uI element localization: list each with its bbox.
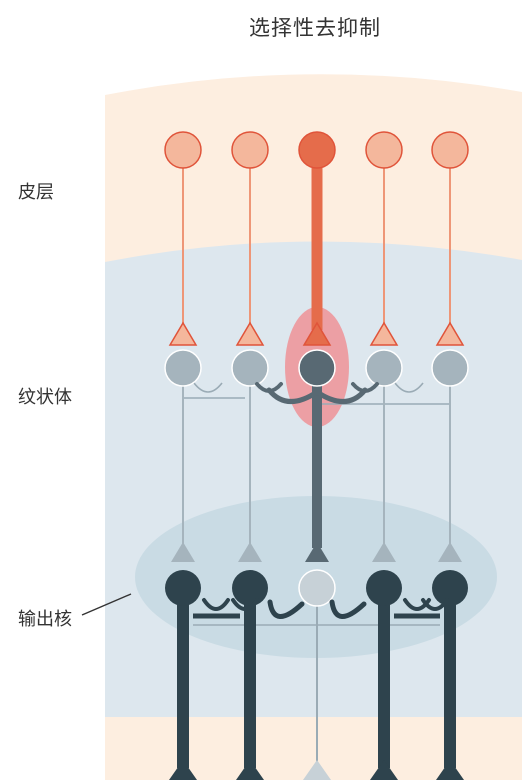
cortical-neuron [231,131,269,169]
output-neurons [165,569,468,780]
corticostriatal-terminal [235,321,265,346]
diagram-title: 选择性去抑制 [249,16,381,40]
striatum-label: 纹状体 [18,387,72,408]
striatonigral-terminal [305,542,329,562]
striatonigral-terminal [171,542,195,562]
active-cortical-neuron [298,131,336,169]
output-terminal [169,760,197,780]
striatal-neurons [164,349,469,562]
striatal-neuron [431,349,469,387]
inhibition-of-selected-output [267,599,305,619]
striatal-inhibitory-terminal [394,382,424,393]
corticostriatal-terminal [302,321,332,346]
inhibited-output-neuron [298,569,336,607]
cortical-neuron [365,131,403,169]
corticostriatal-terminal [369,321,399,346]
striatal-inhibitory-terminal [193,382,223,393]
output-terminal [303,760,331,780]
output-inhibitory-terminal [231,598,259,611]
striatonigral-terminal [372,542,396,562]
output-terminal [436,760,464,780]
output-inhibitory-terminal [202,598,230,611]
striatonigral-terminal [238,542,262,562]
corticostriatal-terminal [435,321,465,346]
cortex-label: 皮层 [18,182,54,203]
output-inhibitory-terminal [421,598,449,611]
output-neuron [165,570,201,606]
striatal-neuron [231,349,269,387]
striatonigral-terminal [438,542,462,562]
output-terminal [370,760,398,780]
cortical-neuron [431,131,469,169]
output-neuron [232,570,268,606]
active-striatal-neuron [298,349,336,387]
inhibition-of-selected-output [329,599,367,619]
output-neuron [366,570,402,606]
active-striatal-collateral [266,387,368,404]
cortical-neuron [164,131,202,169]
cortical-neurons [164,131,469,346]
output-nuclei-label: 输出核 [18,609,72,630]
striatal-neuron [365,349,403,387]
output-nuclei-pointer [81,593,132,616]
corticostriatal-terminal [168,321,198,346]
active-striatal-inhibitory-terminal [255,382,379,393]
output-neuron [432,570,468,606]
striatal-neuron [164,349,202,387]
output-terminal [236,760,264,780]
